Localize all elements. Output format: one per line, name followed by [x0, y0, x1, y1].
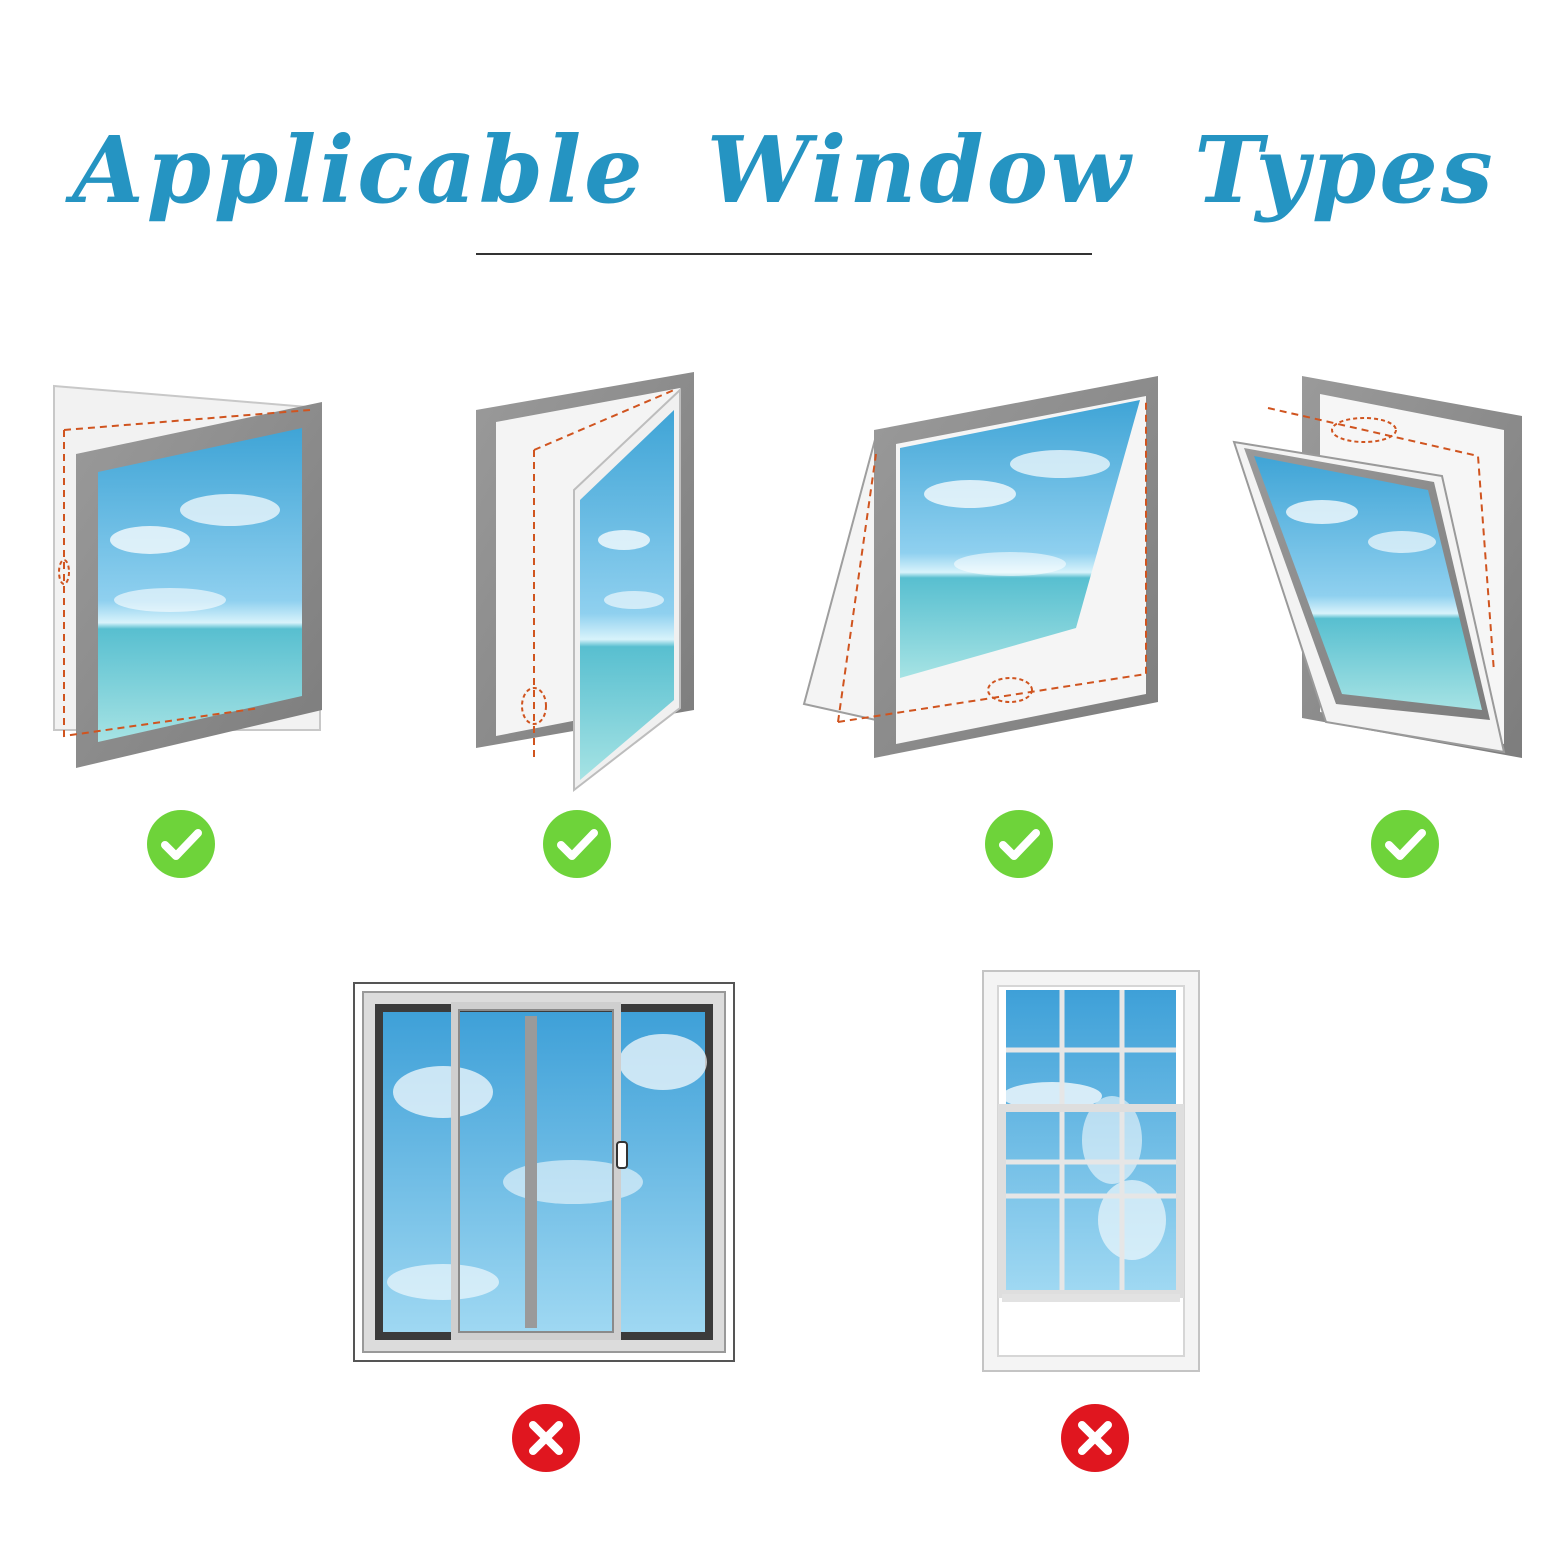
page-title: Applicable Window Types	[72, 116, 1496, 224]
window-casement-left	[50, 380, 330, 780]
window-double-hung	[982, 970, 1200, 1372]
cross-circle-icon	[511, 1403, 581, 1473]
window-casement-door	[474, 370, 700, 796]
check-circle-icon	[984, 809, 1054, 879]
check-circle-icon	[1370, 809, 1440, 879]
window-awning	[800, 374, 1166, 758]
title-divider	[476, 253, 1092, 255]
check-circle-icon	[146, 809, 216, 879]
window-hopper	[1232, 372, 1524, 760]
window-sliding	[353, 982, 735, 1362]
check-circle-icon	[542, 809, 612, 879]
cross-circle-icon	[1060, 1403, 1130, 1473]
